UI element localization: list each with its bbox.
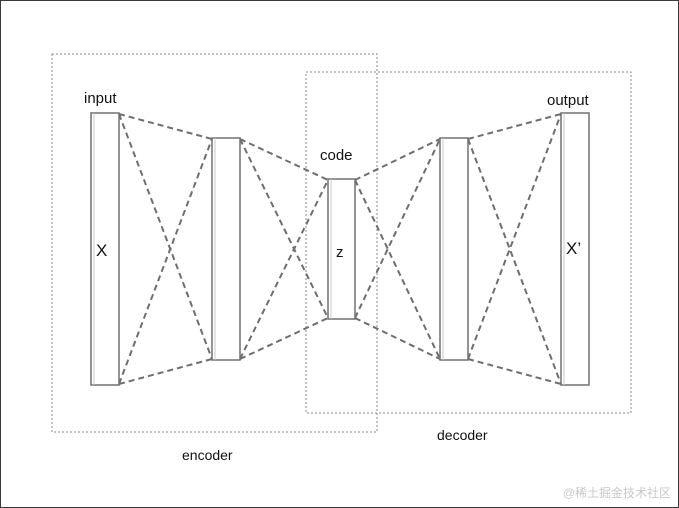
connection-line xyxy=(239,179,329,360)
connection-line xyxy=(467,113,562,140)
connection-line xyxy=(354,317,441,360)
connection-line xyxy=(118,113,213,360)
encoder-label: encoder xyxy=(182,447,233,463)
connection-line xyxy=(467,358,562,385)
connection-line xyxy=(467,113,562,360)
connections xyxy=(118,113,562,385)
decoder-label: decoder xyxy=(437,427,488,443)
x-prime-label: X’ xyxy=(566,239,582,258)
connection-line xyxy=(354,179,441,360)
connection-line xyxy=(354,138,441,319)
x-label: X xyxy=(96,241,108,260)
connection-line xyxy=(118,138,213,385)
connection-line xyxy=(354,138,441,181)
z-label: z xyxy=(336,244,344,261)
input-layer xyxy=(90,112,120,386)
connection-line xyxy=(467,138,562,385)
code-layer xyxy=(327,178,356,320)
output-layer xyxy=(560,112,590,386)
connection-line xyxy=(239,138,329,319)
connection-line xyxy=(118,113,213,140)
connection-line xyxy=(118,358,213,385)
watermark: @稀土掘金技术社区 xyxy=(562,486,671,500)
decoder-hidden-layer xyxy=(439,137,469,361)
input-label: input xyxy=(84,90,117,107)
encoder-box xyxy=(51,53,378,433)
layers xyxy=(90,112,590,386)
decoder-box xyxy=(305,71,632,414)
encoder-hidden-layer xyxy=(211,137,241,361)
connection-line xyxy=(239,317,329,360)
connection-line xyxy=(239,138,329,181)
code-label: code xyxy=(320,147,353,164)
output-label: output xyxy=(547,92,589,109)
